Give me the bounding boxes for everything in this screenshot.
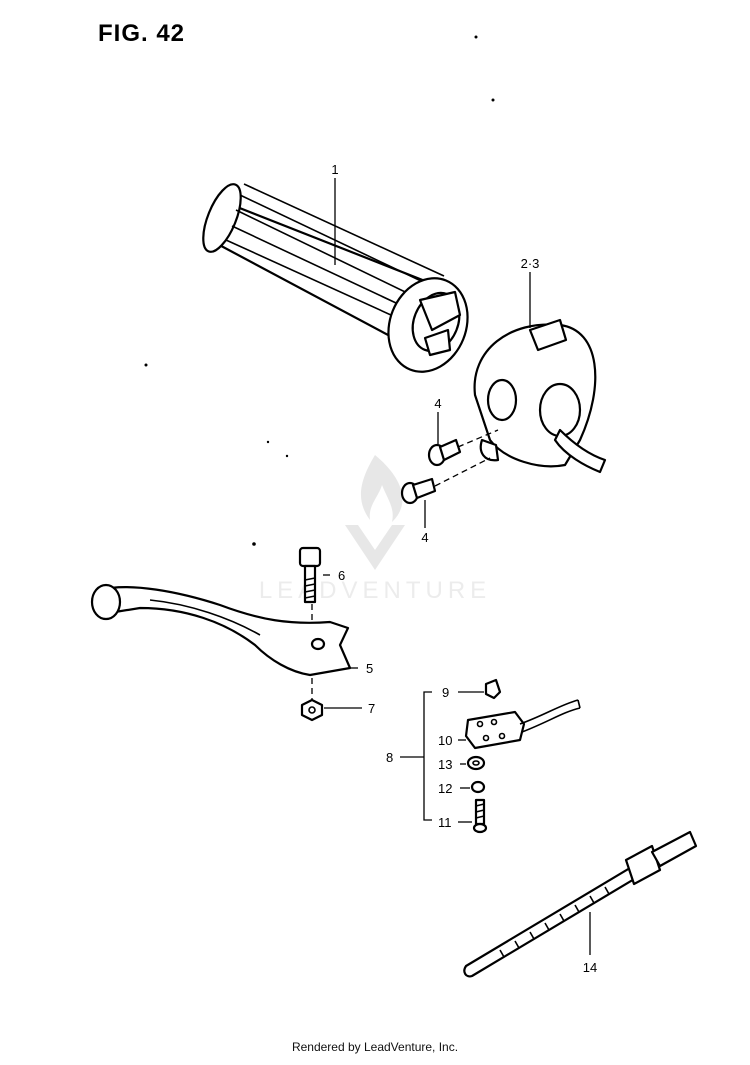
stop-switch-part-10: [464, 699, 581, 750]
figure-title: FIG. 42: [98, 20, 186, 47]
callout-10: 10: [438, 733, 452, 748]
leadventure-watermark: LEADVENTURE: [259, 455, 491, 604]
washer-part-13: [466, 755, 486, 771]
switch-screw-part-11: [472, 798, 488, 834]
scan-specks: [144, 35, 495, 546]
grip-part: [202, 183, 469, 373]
assembly-line-screw-lower: [434, 457, 491, 487]
pivot-bolt-part: [298, 546, 322, 604]
callout-1: 1: [331, 162, 338, 177]
callout-14: 14: [583, 960, 597, 975]
callout-13: 13: [438, 757, 452, 772]
callout-4-upper: 4: [434, 396, 441, 411]
callout-9: 9: [442, 685, 449, 700]
cable-tie-part: [463, 830, 698, 978]
callout-8: 8: [386, 750, 393, 765]
footer-credit: Rendered by LeadVenture, Inc.: [291, 1040, 459, 1054]
group-bracket-8: [423, 691, 432, 821]
v-logo-icon: [345, 525, 405, 570]
brake-lever-part: [90, 583, 352, 677]
callout-2-3: 2·3: [521, 256, 540, 271]
callout-4-lower: 4: [421, 530, 428, 545]
watermark-text: LEADVENTURE: [259, 577, 491, 604]
screw-upper-part: [427, 438, 462, 467]
screw-lower-part: [400, 477, 437, 505]
assembly-line-screw-upper: [457, 429, 499, 448]
nut-part: [300, 698, 324, 722]
callout-7: 7: [368, 701, 375, 716]
switch-housing-part: [473, 318, 607, 474]
callout-6: 6: [338, 568, 345, 583]
flame-logo-icon: [360, 455, 403, 522]
callout-5: 5: [366, 661, 373, 676]
callout-12: 12: [438, 781, 452, 796]
washer-part-12: [470, 780, 486, 794]
switch-screw-part-9: [484, 678, 502, 700]
callout-11: 11: [438, 815, 452, 830]
